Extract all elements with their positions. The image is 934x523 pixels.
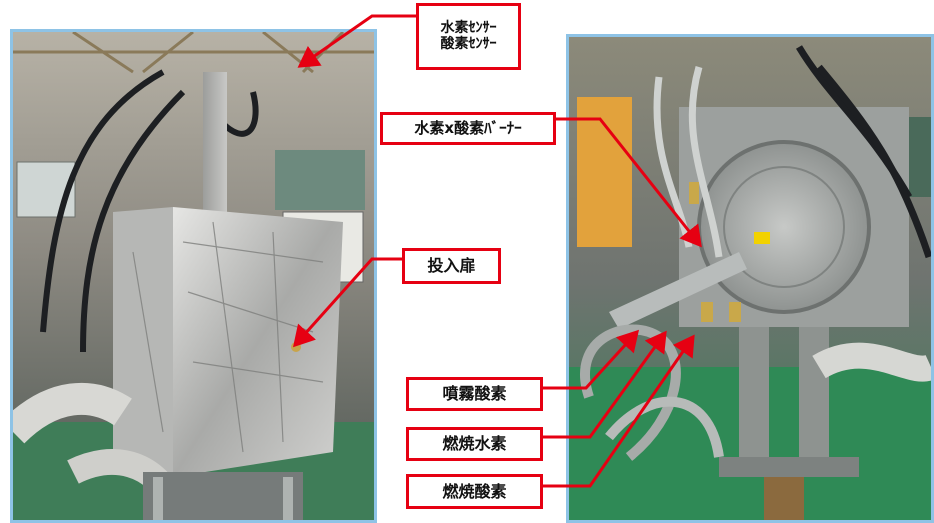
sensor-arrow bbox=[297, 14, 416, 68]
spray-oxygen-arrow bbox=[543, 329, 640, 390]
right-photo-burner bbox=[566, 34, 934, 523]
hydrogen-sensor-label: 水素ｾﾝｻｰ bbox=[440, 20, 497, 37]
combustion-oxygen-arrow bbox=[543, 334, 695, 488]
combustion-hydrogen-arrow bbox=[543, 330, 667, 439]
oxygen-sensor-label: 酸素ｾﾝｻｰ bbox=[440, 35, 497, 52]
inlet-door-label: 投入扉 bbox=[402, 248, 501, 284]
spray-oxygen-label: 噴霧酸素 bbox=[406, 377, 543, 411]
combustion-oxygen-label: 燃焼酸素 bbox=[406, 474, 543, 509]
burner-arrow bbox=[556, 117, 702, 248]
combustion-hydrogen-label: 燃焼水素 bbox=[406, 427, 543, 461]
door-arrow bbox=[292, 257, 402, 348]
sensor-label-box: 水素ｾﾝｻｰ 酸素ｾﾝｻｰ bbox=[416, 3, 521, 70]
burner-label: 水素x酸素ﾊﾞｰﾅｰ bbox=[380, 112, 556, 145]
left-photo-furnace bbox=[10, 29, 377, 523]
